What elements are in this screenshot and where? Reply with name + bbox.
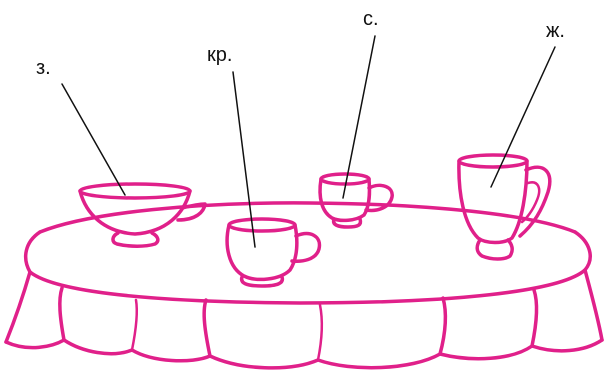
- label-cup-kr: кр.: [207, 44, 233, 66]
- leader-line-zh: [490, 46, 556, 188]
- label-cup-z: з.: [36, 57, 51, 79]
- leader-line-z: [61, 83, 126, 196]
- leader-line-kr: [232, 71, 256, 248]
- cup-kr-icon: [225, 217, 322, 288]
- label-cup-s: с.: [363, 8, 379, 30]
- table-icon: [4, 201, 604, 370]
- label-cup-zh: ж.: [546, 20, 565, 42]
- leader-line-s: [342, 35, 376, 199]
- cup-z-icon: [78, 182, 207, 248]
- leader-lines: [61, 35, 556, 248]
- cup-s-icon: [318, 172, 394, 229]
- cup-zh-icon: [457, 153, 552, 261]
